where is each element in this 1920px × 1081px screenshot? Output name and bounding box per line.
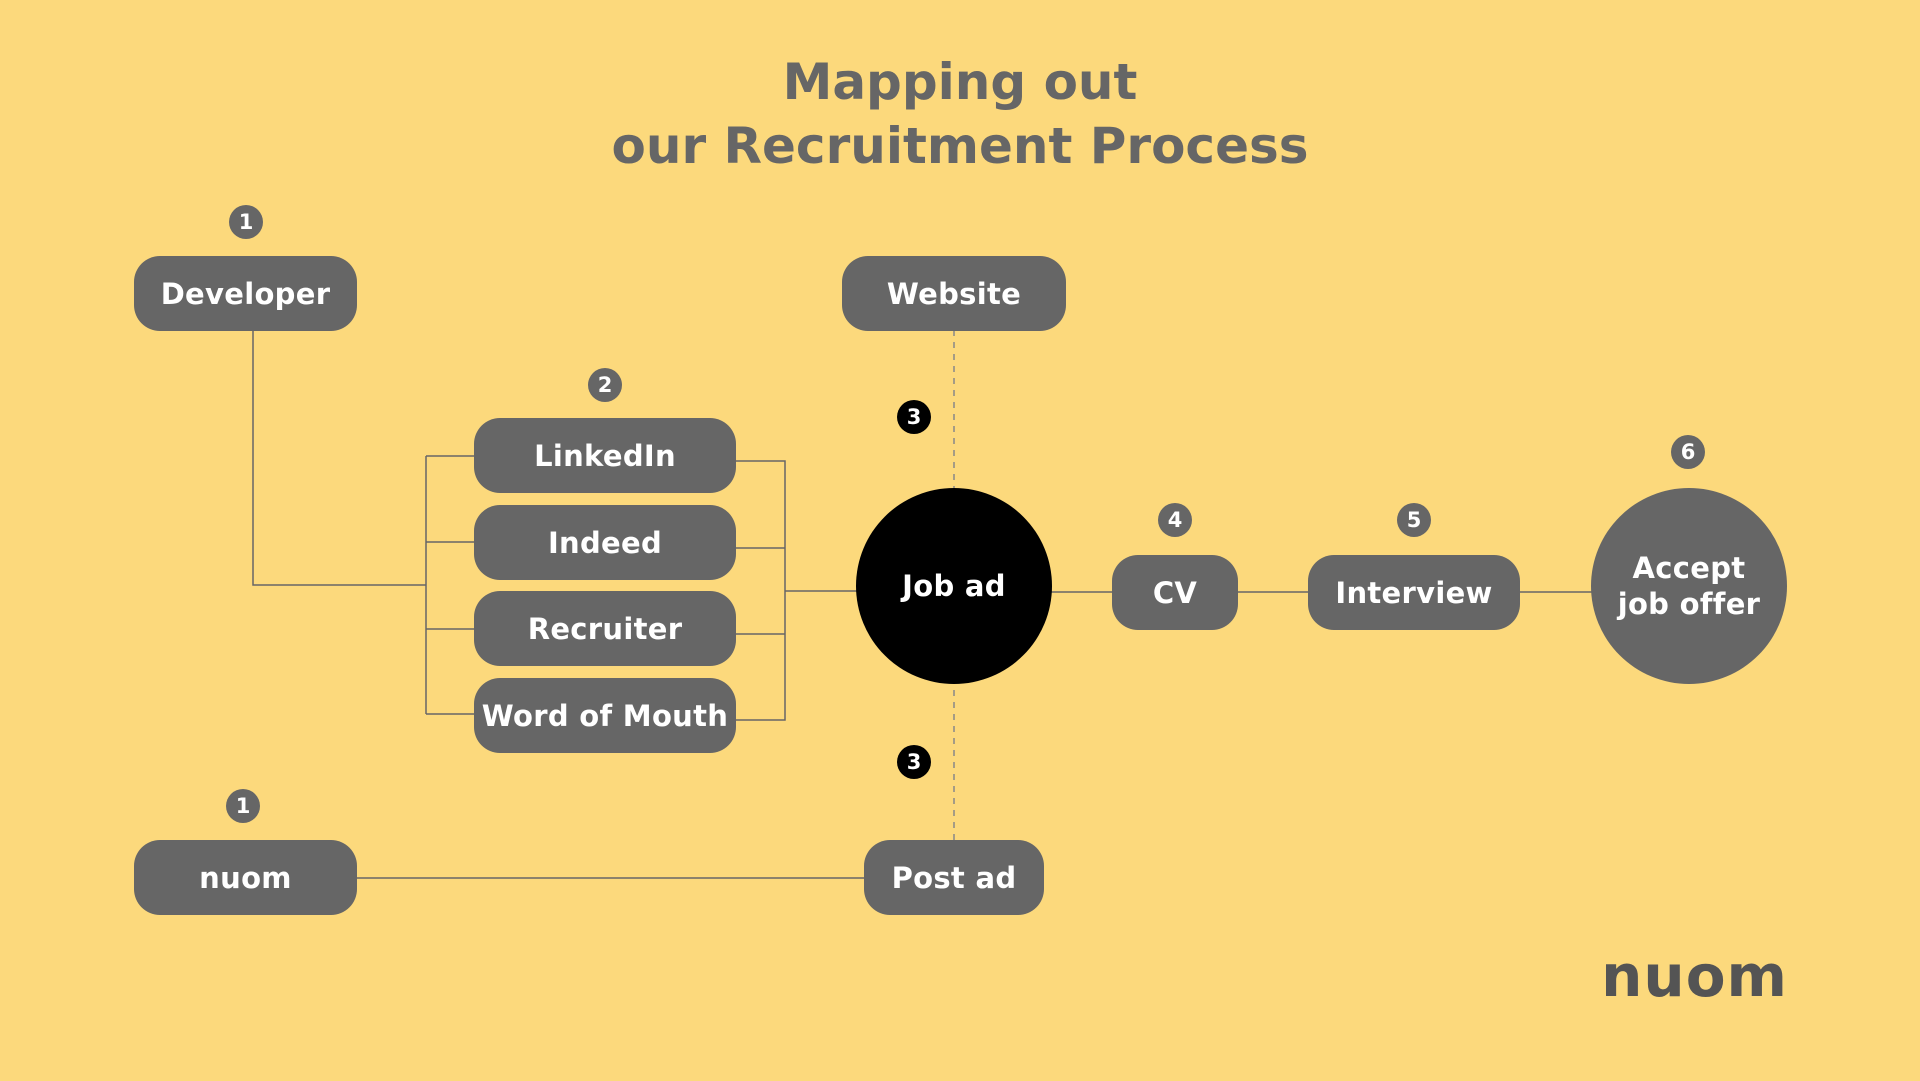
step-badge-accept: 6: [1671, 435, 1705, 469]
node-accept-label-line-2: job offer: [1617, 587, 1761, 621]
node-indeed: Indeed: [474, 505, 736, 580]
step-badge-jobad-top: 3: [897, 400, 931, 434]
node-interview: Interview: [1308, 555, 1520, 630]
node-word-of-mouth: Word of Mouth: [474, 678, 736, 753]
title-line-1: Mapping out: [782, 53, 1138, 111]
node-word-of-mouth-label: Word of Mouth: [481, 698, 729, 733]
node-accept-label-line-1: Accept: [1632, 551, 1746, 585]
step-badge-interview: 5: [1397, 503, 1431, 537]
step-badge-nuom: 1: [226, 789, 260, 823]
node-accept-job-offer: Accept job offer: [1591, 488, 1787, 684]
step-badge-developer: 1: [229, 205, 263, 239]
step-badge-jobad-bottom: 3: [897, 745, 931, 779]
connector-developer-channels: [252, 330, 426, 586]
nuom-logo: nuom: [1601, 942, 1788, 1010]
title-line-2: our Recruitment Process: [611, 117, 1309, 175]
node-website: Website: [842, 256, 1066, 331]
step-badge-cv: 4: [1158, 503, 1192, 537]
node-post-ad: Post ad: [864, 840, 1044, 915]
node-linkedin: LinkedIn: [474, 418, 736, 493]
node-post-ad-label: Post ad: [891, 860, 1017, 895]
page-title: Mapping out our Recruitment Process: [0, 50, 1920, 178]
node-developer-label: Developer: [160, 276, 331, 311]
node-recruiter-label: Recruiter: [527, 611, 683, 646]
node-website-label: Website: [886, 276, 1022, 311]
connector-channels-right-bracket: [735, 460, 786, 721]
node-linkedin-label: LinkedIn: [534, 438, 676, 473]
node-nuom: nuom: [134, 840, 357, 915]
node-indeed-label: Indeed: [547, 525, 663, 560]
node-nuom-label: nuom: [199, 860, 292, 895]
node-job-ad: Job ad: [856, 488, 1052, 684]
node-recruiter: Recruiter: [474, 591, 736, 666]
node-cv: CV: [1112, 555, 1238, 630]
node-interview-label: Interview: [1335, 575, 1493, 610]
node-developer: Developer: [134, 256, 357, 331]
node-cv-label: CV: [1152, 575, 1198, 610]
node-job-ad-label: Job ad: [902, 569, 1006, 603]
step-badge-channels: 2: [588, 368, 622, 402]
